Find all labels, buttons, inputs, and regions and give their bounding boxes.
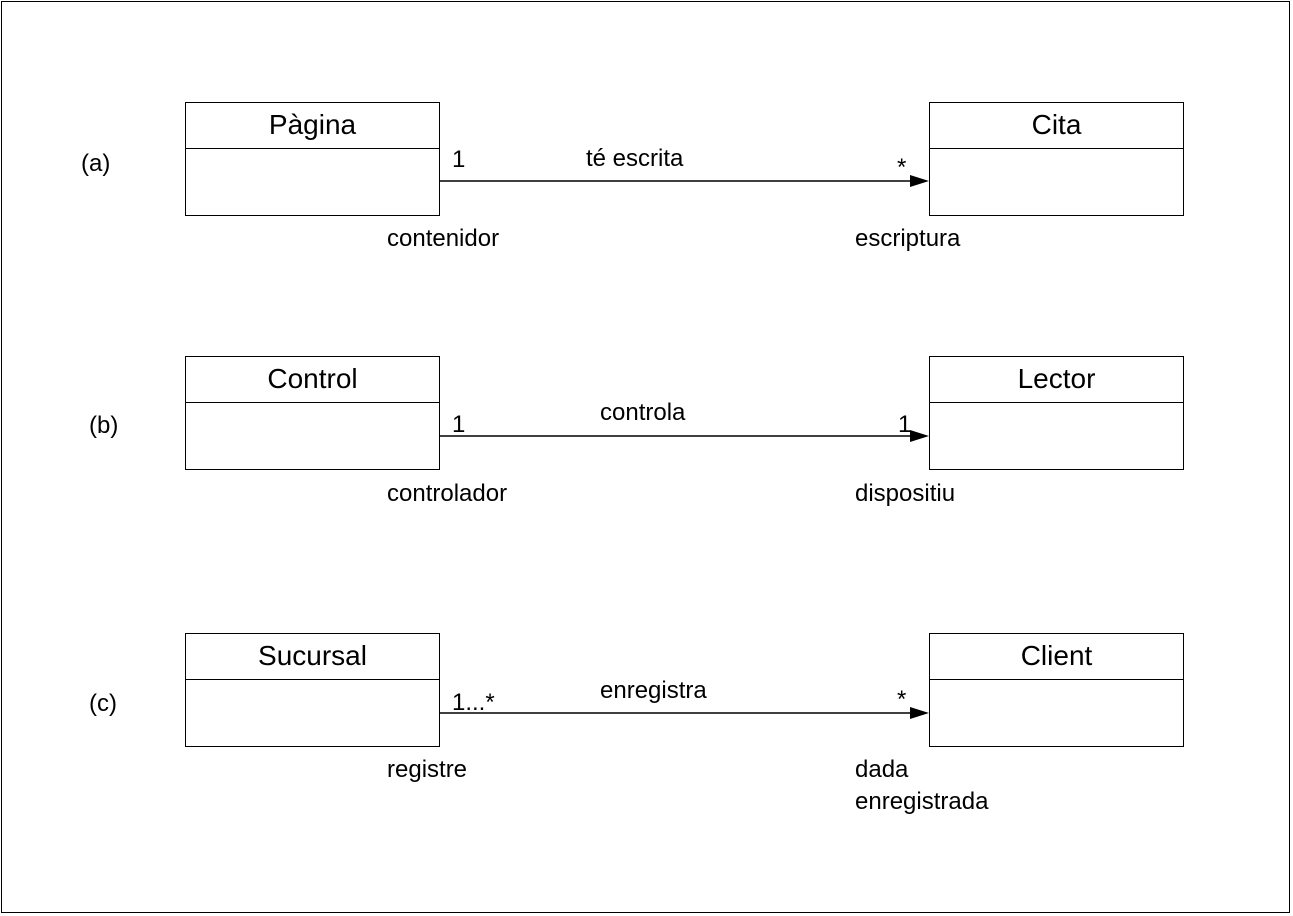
source-multiplicity: 1: [452, 146, 466, 173]
class-name: Pàgina: [186, 103, 439, 149]
diagram-tag: (a): [81, 150, 111, 177]
class-lector: Lector: [929, 356, 1184, 470]
class-name: Sucursal: [186, 634, 439, 680]
source-role: registre: [387, 756, 468, 783]
source-role: controlador: [387, 480, 508, 507]
association-name: enregistra: [600, 677, 707, 704]
class-sucursal: Sucursal: [185, 633, 440, 747]
class-name: Cita: [930, 103, 1183, 149]
association-line: [440, 707, 929, 719]
target-role: dispositiu: [855, 480, 956, 507]
diagram-tag: (c): [89, 690, 117, 717]
target-multiplicity: *: [897, 154, 907, 181]
class-client: Client: [929, 633, 1184, 747]
association-b: (b) Control Lector controla 1 1 controla…: [2, 356, 1293, 556]
source-multiplicity: 1: [452, 411, 466, 438]
navigation-arrowhead: [910, 707, 929, 719]
target-multiplicity: 1: [898, 411, 912, 438]
association-a: (a) Pàgina Cita té escrita 1 * contenido…: [2, 102, 1293, 302]
class-cita: Cita: [929, 102, 1184, 216]
association-line: [440, 430, 929, 442]
association-name: té escrita: [586, 145, 684, 172]
class-name: Lector: [930, 357, 1183, 403]
source-role: contenidor: [387, 225, 500, 252]
source-multiplicity: 1...*: [452, 689, 495, 716]
class-pagina: Pàgina: [185, 102, 440, 216]
class-control: Control: [185, 356, 440, 470]
association-name: controla: [600, 399, 686, 426]
target-multiplicity: *: [897, 686, 907, 713]
association-c: (c) Sucursal Client enregistra 1...* * r…: [2, 633, 1293, 833]
class-name: Control: [186, 357, 439, 403]
target-role: dada enregistrada: [855, 756, 989, 815]
association-line: [440, 175, 929, 187]
diagram-tag: (b): [89, 412, 119, 439]
navigation-arrowhead: [910, 175, 929, 187]
class-name: Client: [930, 634, 1183, 680]
target-role: escriptura: [855, 225, 961, 252]
navigation-arrowhead: [910, 430, 929, 442]
